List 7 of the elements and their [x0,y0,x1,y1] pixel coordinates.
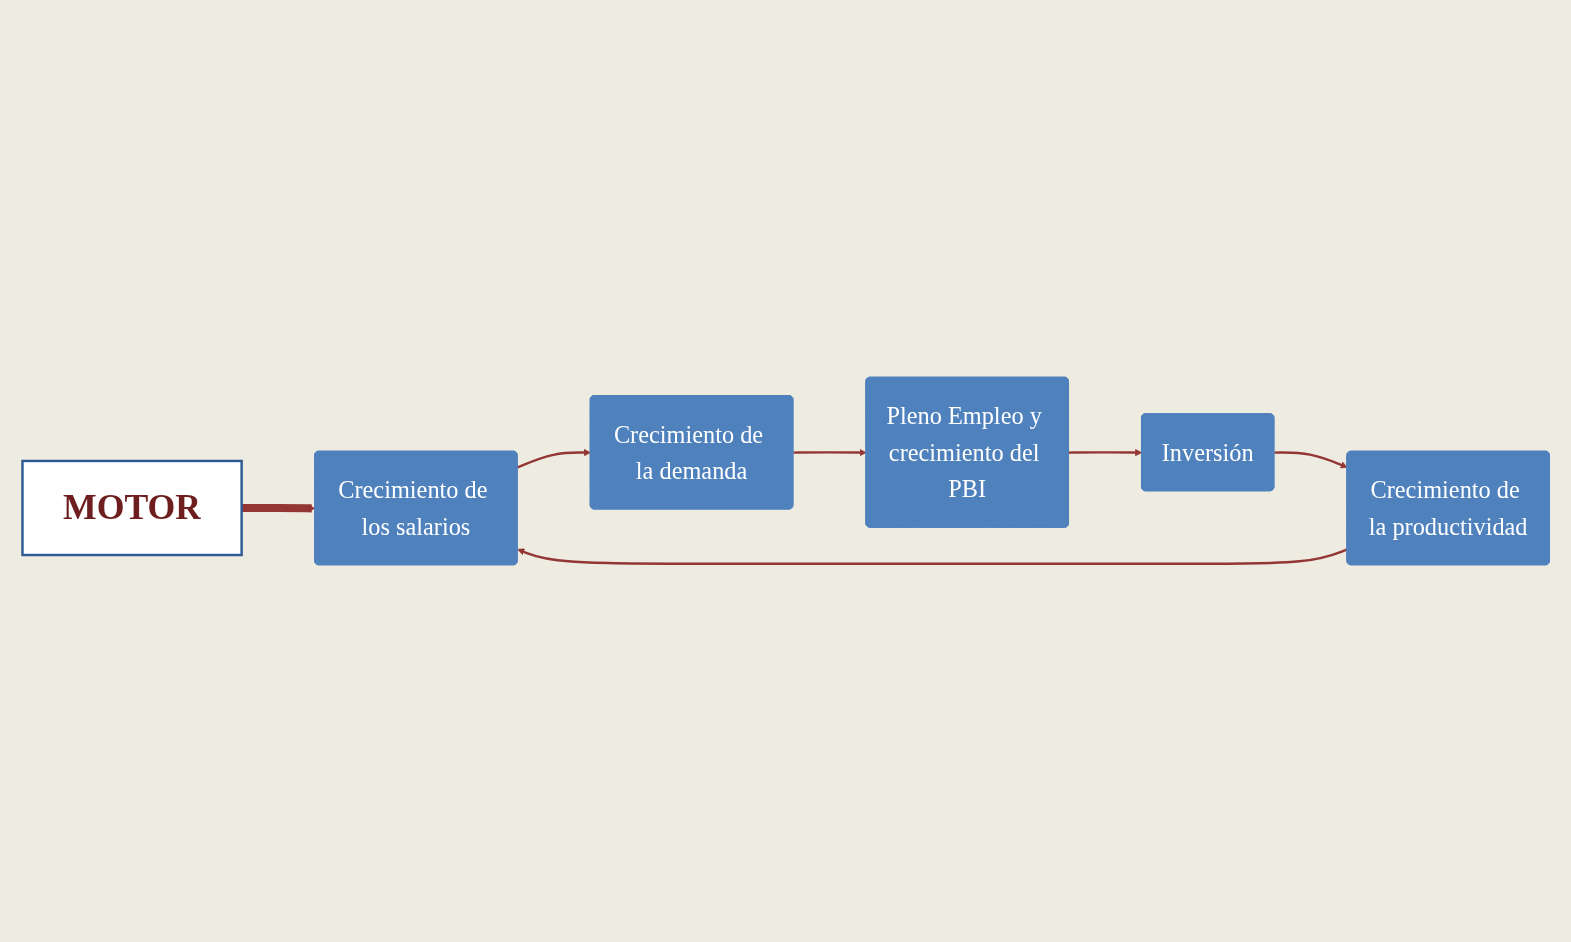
arrow [516,548,1348,565]
arrow [792,449,867,457]
arrow [241,503,315,513]
arrow [516,449,591,469]
arrow [1068,449,1142,457]
arrow [1273,451,1348,469]
node-box: MOTOR [20,459,243,557]
